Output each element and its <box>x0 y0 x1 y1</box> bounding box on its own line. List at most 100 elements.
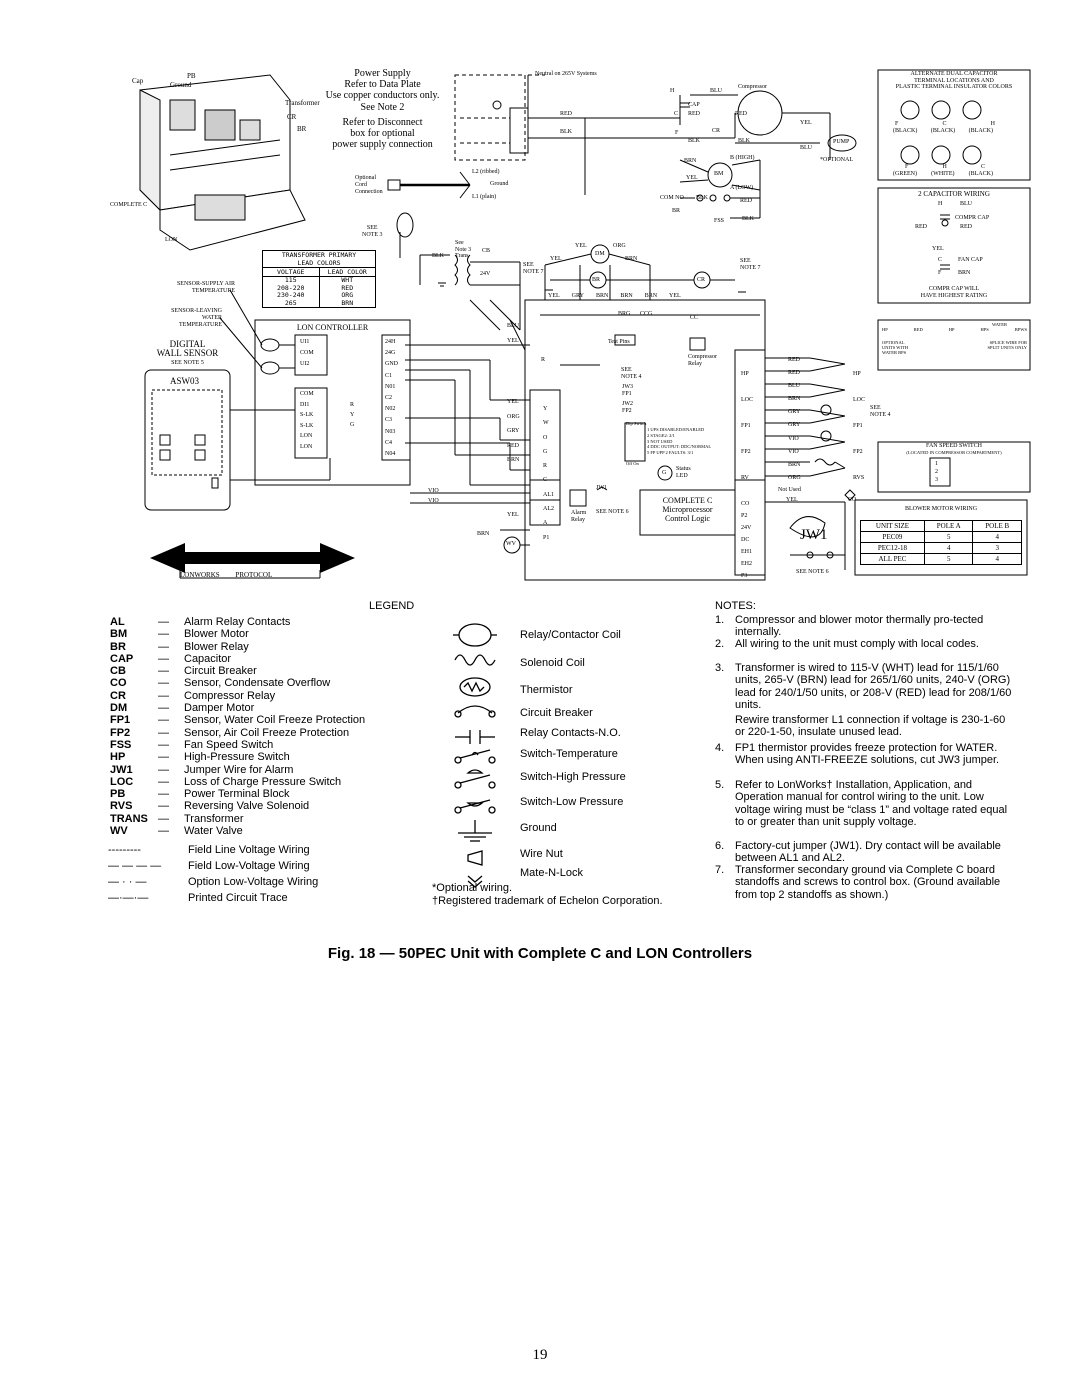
b-high-label: B (HIGH) <box>730 155 755 161</box>
br-label: BR <box>297 125 307 133</box>
legend-abbr: HP <box>110 751 126 764</box>
legend-desc: Jumper Wire for Alarm <box>184 763 294 776</box>
legend-desc: Compressor Relay <box>184 689 276 702</box>
legend-desc: Loss of Charge Pressure Switch <box>184 775 342 788</box>
com-no-label: COM NO <box>660 195 684 201</box>
notes-title: NOTES: <box>715 600 756 612</box>
solenoid-coil-symbol <box>454 654 496 666</box>
vio-label-2: VIO <box>428 498 439 504</box>
page-number: 19 <box>532 1347 548 1363</box>
legend-abbr: FP1 <box>110 714 131 727</box>
legend-row: BM—Blower Motor <box>108 628 367 640</box>
complete-c-label: COMPLETE C <box>110 202 148 208</box>
legend-row: FP2—Sensor, Air Coil Freeze Protection <box>108 727 367 739</box>
legend-footnotes: *Optional wiring. †Registered trademark … <box>432 882 663 907</box>
legend-dash: — <box>158 763 169 776</box>
test-pins-label: Test Pins <box>608 339 630 345</box>
legend-dash: — <box>158 702 169 715</box>
dual-cap-bottom-colors: (GREEN)(WHITE)(BLACK) <box>893 171 993 177</box>
cr-label-2: CR <box>712 128 721 134</box>
legend-row: HP—High-Pressure Switch <box>108 751 367 763</box>
neutral-note: Neutral on 265V Systems <box>535 71 597 77</box>
figure-caption: Fig. 18 — 50PEC Unit with Complete C and… <box>327 945 753 962</box>
cr-label: CR <box>287 113 297 121</box>
co-device: CO <box>848 497 857 503</box>
two-cap-yel: YEL <box>932 246 944 252</box>
power-supply-text: Power Supply Refer to Data Plate Use cop… <box>325 68 440 151</box>
not-used-label: Not Used <box>778 487 801 493</box>
legend-row: CO—Sensor, Condensate Overflow <box>108 677 367 689</box>
legend-symbol-label: Mate-N-Lock <box>520 867 583 879</box>
legend-desc: High-Pressure Switch <box>184 751 290 764</box>
legend-row: FP1—Sensor, Water Coil Freeze Protection <box>108 714 367 726</box>
legend-row: AL—Alarm Relay Contacts <box>108 616 367 628</box>
two-cap-red-2: RED <box>960 224 972 230</box>
a-low-label: A (LOW) <box>730 185 754 191</box>
legend-row: CAP—Capacitor <box>108 653 367 665</box>
br-coil-label: BR <box>592 277 601 283</box>
yel-label: YEL <box>800 120 812 126</box>
legend-dash: — <box>158 665 169 678</box>
legend-symbol-label: Ground <box>520 822 557 834</box>
mate-n-lock-symbol <box>467 875 483 888</box>
note-4: 4.FP1 thermistor provides freeze protect… <box>715 742 1000 767</box>
cord-l2: L2 (ribbed) <box>472 169 500 175</box>
legend-desc: Capacitor <box>184 652 232 665</box>
legend-abbr: WV <box>110 825 128 838</box>
lon-controller-title: LON CONTROLLER <box>296 323 369 332</box>
legend-symbols <box>453 623 497 888</box>
legend-dash: — <box>158 788 169 801</box>
jw1-big-label: JW1 <box>800 527 828 543</box>
pb-label: PB <box>187 72 196 80</box>
two-cap-brn: BRN <box>958 270 971 276</box>
legend-desc: Circuit Breaker <box>184 665 257 678</box>
legend-abbr: CR <box>110 689 126 702</box>
note-3b: Rewire transformer L1 connection if volt… <box>735 714 1006 739</box>
legend-row: BR—Blower Relay <box>108 641 367 653</box>
cr-coil-label: CR <box>697 277 706 283</box>
ccg-label: CCG <box>640 311 653 317</box>
legend-dash: — <box>158 640 169 653</box>
board-left-brn: BRN <box>477 531 490 537</box>
legend-abbr: DM <box>110 702 128 715</box>
ground-label: Ground <box>170 81 192 89</box>
blk-trans-label: BLK <box>432 253 444 259</box>
two-cap-c: C <box>938 257 943 263</box>
legend-row: PB—Power Terminal Block <box>108 788 367 800</box>
control-box-illustration <box>139 74 306 251</box>
wiring-diagram: Cap PB Ground Transformer CR BR COMPLETE… <box>0 0 1080 600</box>
blower-table-title: BLOWER MOTOR WIRING <box>904 506 978 512</box>
asw03-label: ASW03 <box>170 376 199 386</box>
wire-nut-symbol <box>467 850 483 866</box>
legend-abbr: RVS <box>110 800 133 813</box>
switch-temperature-symbol <box>459 749 491 759</box>
legend-abbr: FP2 <box>110 726 131 739</box>
lon-label: LON <box>165 237 178 243</box>
note-1: 1.Compressor and blower motor thermally … <box>715 614 984 639</box>
board-left-yel: YEL <box>507 512 519 518</box>
brn-dm-label: BRN <box>625 256 638 262</box>
legend-row: FSS—Fan Speed Switch <box>108 739 367 751</box>
note-3: 3.Transformer is wired to 115-V (WHT) le… <box>715 662 1012 711</box>
legend-dash: — <box>158 726 169 739</box>
cc-label: CC <box>690 315 699 321</box>
note-6: 6.Factory-cut jumper (JW1). Dry contact … <box>715 840 1001 865</box>
legend-row: WV—Water Valve <box>108 825 367 837</box>
legend-desc: Power Terminal Block <box>184 788 290 801</box>
circuit-breaker-symbol <box>457 705 493 714</box>
wiring-lines <box>144 69 1031 581</box>
wv-label: WV <box>506 541 516 547</box>
legend-desc: Fan Speed Switch <box>184 738 274 751</box>
blu-label: BLU <box>710 88 722 94</box>
